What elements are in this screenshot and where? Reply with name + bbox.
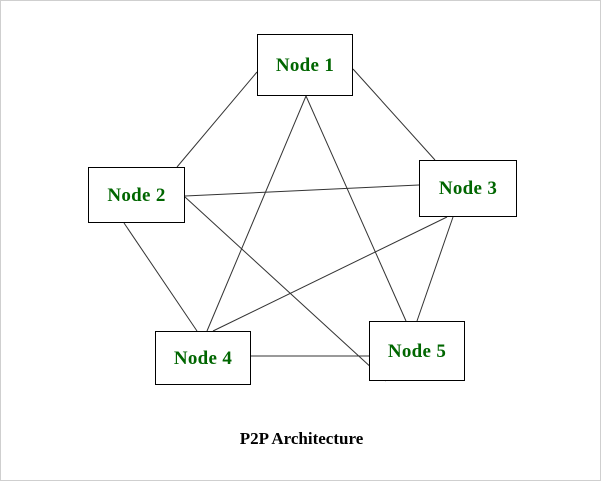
- node-box-node4[interactable]: Node 4: [155, 331, 251, 385]
- node-box-node5[interactable]: Node 5: [369, 321, 465, 381]
- node-box-node3[interactable]: Node 3: [419, 160, 517, 217]
- node-box-node1[interactable]: Node 1: [257, 34, 353, 96]
- node-label-node2: Node 2: [107, 184, 166, 206]
- edge-node3-node4: [212, 216, 448, 332]
- node-label-node4: Node 4: [173, 347, 233, 369]
- edge-node3-node5: [416, 216, 454, 322]
- node-label-node3: Node 3: [438, 178, 498, 199]
- node-box-node2[interactable]: Node 2: [88, 167, 185, 223]
- edge-node2-node4: [123, 222, 198, 332]
- diagram-caption: P2P Architecture: [239, 429, 364, 448]
- node-label-node1: Node 1: [275, 54, 335, 76]
- edge-node1-node2: [176, 71, 258, 168]
- edge-node2-node5: [184, 196, 387, 382]
- node-label-node5: Node 5: [387, 340, 447, 362]
- edge-node1-node3: [352, 68, 436, 161]
- edge-node2-node3: [184, 184, 420, 197]
- edge-node1-node4: [206, 95, 307, 332]
- edge-node1-node5: [305, 95, 407, 322]
